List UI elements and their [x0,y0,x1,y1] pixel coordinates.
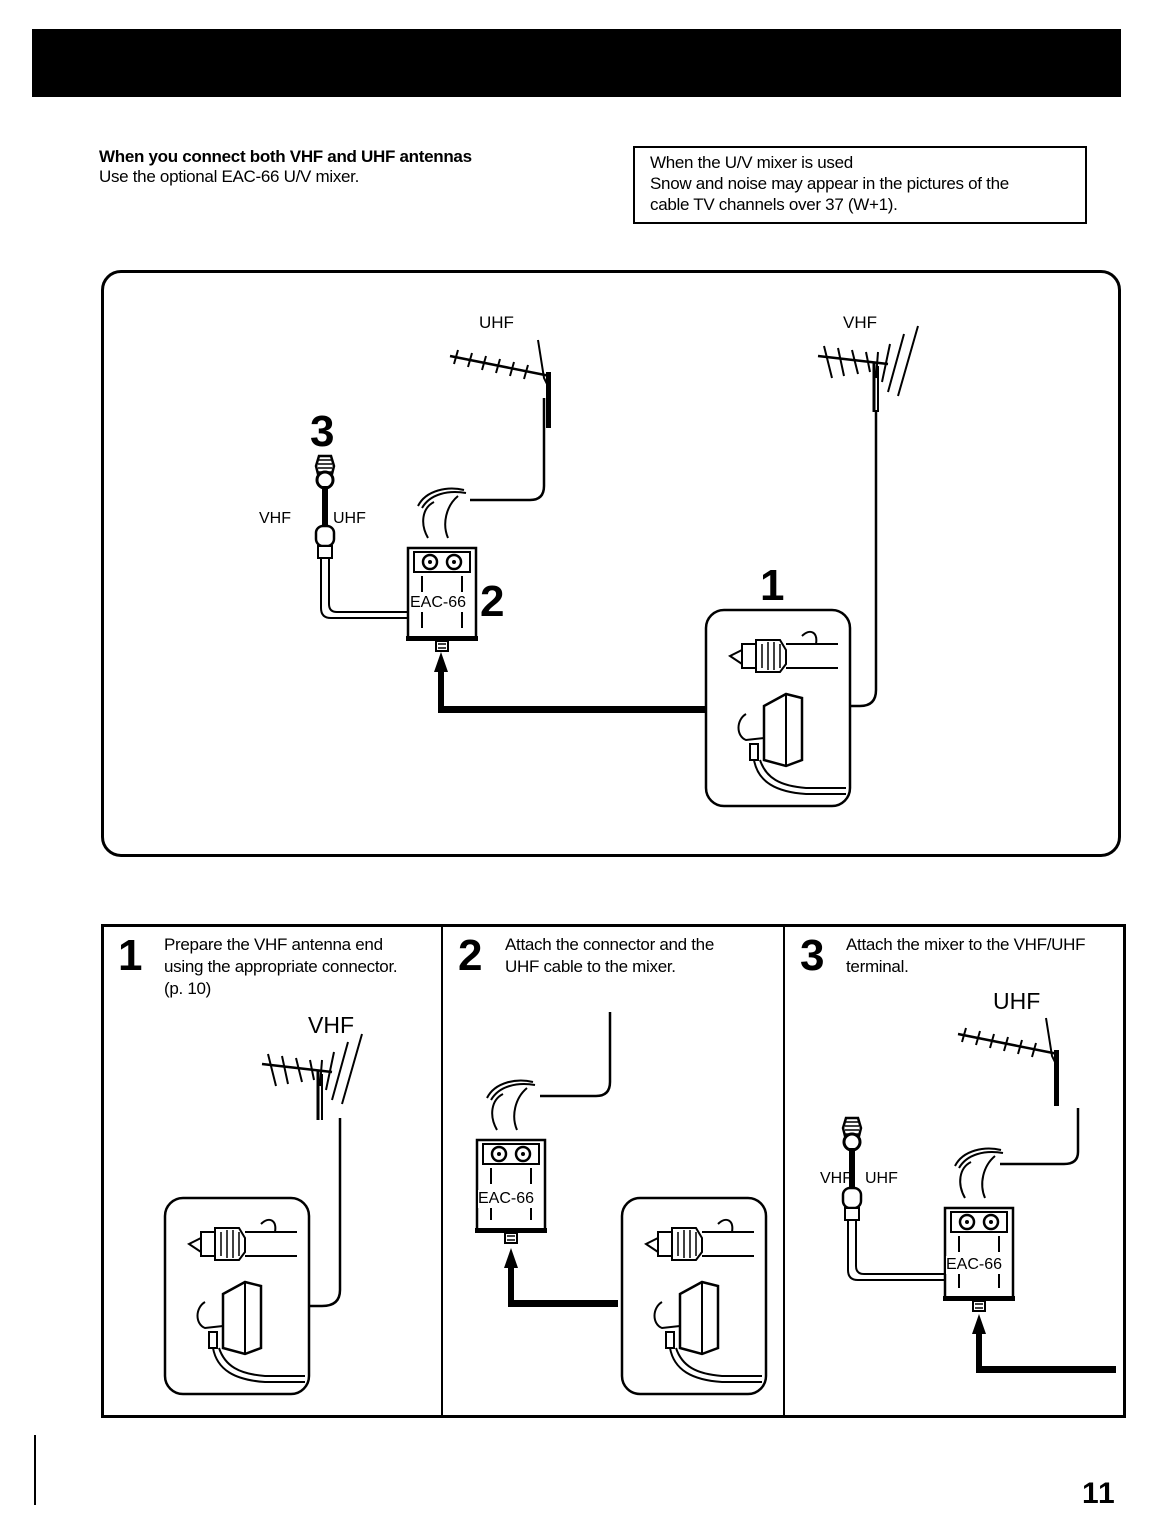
mixer-note-box: When the U/V mixer is used Snow and nois… [633,146,1087,224]
step-2-number: 2 [458,931,483,980]
step-divider-1 [441,924,443,1418]
step-1-line-3: (p. 10) [164,979,212,998]
vhf-antenna-label: VHF [843,313,877,332]
step-1-number: 1 [118,931,143,980]
note-heading: When the U/V mixer is used [650,153,853,172]
step2-coax-line [508,1300,618,1307]
connection-diagram-frame [101,270,1121,857]
callout-3: 3 [310,407,335,456]
terminal-label-uhf: UHF [333,510,366,527]
callout-1: 1 [760,561,785,610]
step-3-mixer-label: EAC-66 [946,1256,1003,1274]
callout-2: 2 [480,577,505,626]
step3-uhf-cable-line [1000,1108,1080,1166]
note-line-2: cable TV channels over 37 (W+1). [650,195,898,214]
header-bar [32,29,1121,97]
step-divider-2 [783,924,785,1418]
step-1-text: Prepare the VHF antenna end using the ap… [164,934,398,1000]
step-1-line-1: Prepare the VHF antenna end [164,935,383,954]
arrow-up-icon [434,652,448,710]
step-3-line-1: Attach the mixer to the VHF/UHF [846,935,1086,954]
steps-panel [101,924,1126,1418]
intro-text: Use the optional EAC-66 U/V mixer. [99,167,360,186]
terminal-label-vhf: VHF [259,510,291,527]
mixer-box-icon [404,487,480,653]
step-2-mixer-label: EAC-66 [478,1190,535,1208]
step-1-line-2: using the appropriate connector. [164,957,398,976]
coax-cable-line [438,706,708,713]
connector-panel-icon [704,608,852,808]
vhf-antenna-icon [816,324,920,414]
step-3-terminal-label-vhf: VHF [820,1170,852,1187]
terminal-connector-icon [314,454,423,620]
step3-coax-line [976,1366,1116,1373]
note-line-1: Snow and noise may appear in the picture… [650,174,1009,193]
vhf-cable-line [848,410,878,708]
uhf-antenna-icon [448,338,553,430]
step-3-text: Attach the mixer to the VHF/UHF terminal… [846,934,1085,978]
step-2-text: Attach the connector and the UHF cable t… [505,934,714,978]
step-3-line-2: terminal. [846,957,909,976]
intro-heading: When you connect both VHF and UHF antenn… [99,147,472,166]
step-3-terminal-label-uhf: UHF [865,1170,898,1187]
step-2-line-1: Attach the connector and the [505,935,714,954]
step-2-line-2: UHF cable to the mixer. [505,957,676,976]
step-1-vhf-label: VHF [308,1012,354,1038]
page-number: 11 [1082,1477,1116,1510]
step2-uhf-cable-line [540,1012,612,1098]
uhf-antenna-label: UHF [479,313,514,332]
step1-cable-line [310,1118,342,1308]
step-3-number: 3 [800,931,825,980]
mixer-label: EAC-66 [410,594,467,612]
margin-rule [34,1435,36,1505]
step-3-uhf-label: UHF [993,988,1041,1014]
intro-section: When you connect both VHF and UHF antenn… [99,147,472,187]
uhf-cable-line [470,398,546,502]
